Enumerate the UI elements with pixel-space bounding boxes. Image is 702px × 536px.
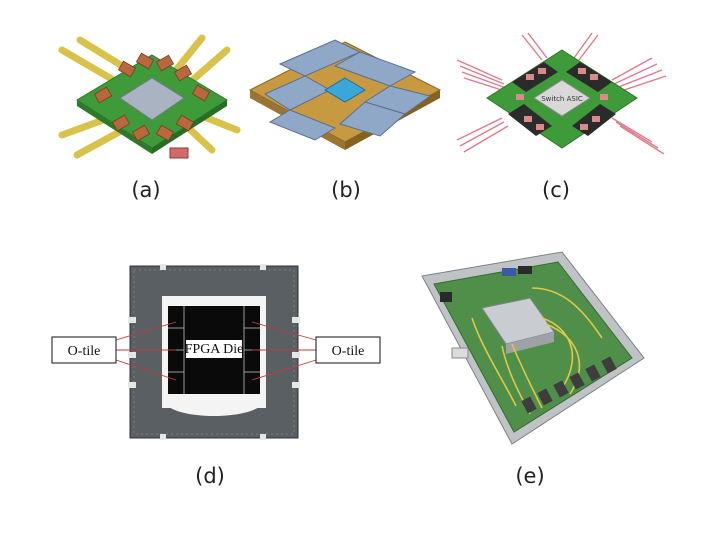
components: [440, 266, 532, 359]
fiber-bundle: [456, 32, 667, 155]
o-tile-left-box: [51, 336, 117, 364]
center-chip: [324, 77, 366, 103]
o-tile-left-label: O-tile: [68, 344, 101, 359]
figure-e-line-card: [421, 251, 645, 445]
caption-c: (c): [542, 178, 570, 202]
figure-b-optic-package: [248, 39, 442, 150]
caption-b: (b): [331, 178, 361, 202]
caption-e: (e): [515, 464, 545, 488]
caption-a: (a): [131, 178, 161, 202]
o-tile-right-box: [315, 336, 381, 364]
fpga-die-label: FPGA Die: [185, 342, 244, 357]
figure-c-switch-asic: Switch ASIC: [456, 32, 667, 155]
asic-chip: [533, 79, 591, 117]
optical-engines: [93, 52, 211, 142]
tile-dividers: [168, 306, 260, 394]
o-tile-right-label: O-tile: [332, 344, 365, 359]
figure-d-fpga-package: FPGA Die O-tile O-tile: [51, 264, 381, 440]
figure-a-cpo-package: [58, 34, 241, 159]
small-connector: [169, 147, 189, 159]
leader-lines: [115, 321, 317, 381]
corner-tabs: [128, 264, 300, 440]
pink-pads: [516, 68, 608, 130]
caption-d: (d): [195, 464, 225, 488]
front-ports: [521, 356, 617, 414]
asic-label: Switch ASIC: [541, 95, 583, 103]
switch-chip: [119, 77, 185, 121]
